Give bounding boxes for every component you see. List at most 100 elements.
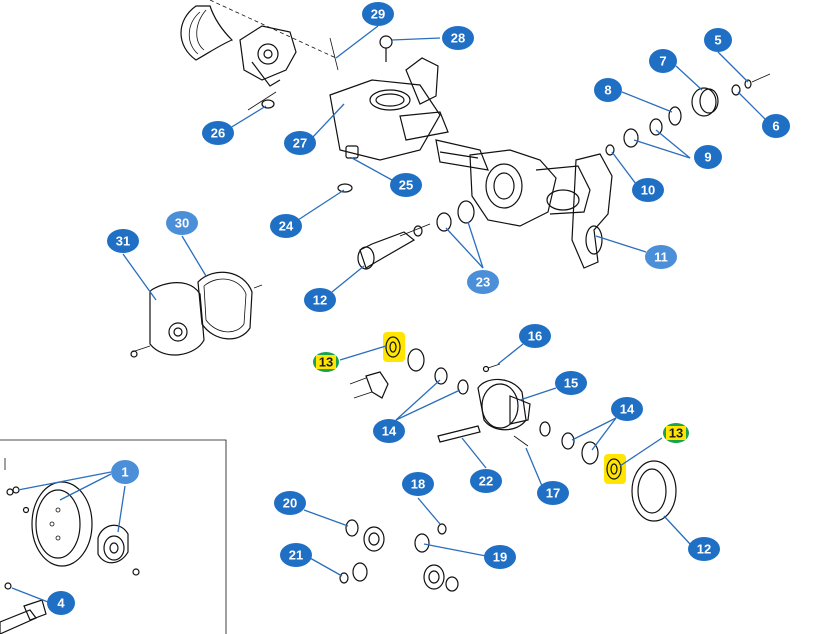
callout-c25[interactable]: 25 <box>390 173 422 197</box>
callout-c15[interactable]: 15 <box>555 371 587 395</box>
callout-c28[interactable]: 28 <box>442 26 474 50</box>
callout-c20[interactable]: 20 <box>274 491 306 515</box>
callout-badge <box>467 270 499 294</box>
callout-c31[interactable]: 31 <box>107 229 139 253</box>
callout-c1[interactable]: 1 <box>111 460 139 484</box>
callout-c17[interactable]: 17 <box>537 481 569 505</box>
callout-label: 19 <box>493 550 507 565</box>
callout-c13b[interactable]: 13 <box>663 423 689 443</box>
callout-badge <box>519 324 551 348</box>
callout-label: 30 <box>175 216 189 231</box>
callout-label: 12 <box>313 293 327 308</box>
callout-badge <box>645 245 677 269</box>
callout-badge <box>611 397 643 421</box>
callout-highlight <box>316 355 336 369</box>
callout-c9[interactable]: 9 <box>694 145 722 169</box>
callout-badge <box>274 491 306 515</box>
callout-c26[interactable]: 26 <box>202 121 234 145</box>
callout-badge <box>284 131 316 155</box>
callout-label: 14 <box>620 402 635 417</box>
callout-label: 15 <box>564 376 578 391</box>
callout-badge <box>555 371 587 395</box>
callout-c27[interactable]: 27 <box>284 131 316 155</box>
callout-badge <box>694 145 722 169</box>
callout-badge <box>47 591 75 615</box>
callout-label: 8 <box>604 83 611 98</box>
callout-label: 31 <box>116 234 130 249</box>
callout-badge <box>762 114 790 138</box>
callout-c5[interactable]: 5 <box>704 28 732 52</box>
axle-housing-art <box>180 0 771 270</box>
callout-label: 13 <box>319 355 333 370</box>
callout-label: 12 <box>697 542 711 557</box>
callout-c14b[interactable]: 14 <box>373 419 405 443</box>
callout-c22[interactable]: 22 <box>470 469 502 493</box>
callout-label: 23 <box>476 275 490 290</box>
callout-label: 6 <box>772 119 779 134</box>
callout-badge <box>107 229 139 253</box>
callout-label: 25 <box>399 178 413 193</box>
callout-badge <box>402 472 434 496</box>
callout-c29[interactable]: 29 <box>362 2 394 26</box>
callout-badge <box>688 537 720 561</box>
callout-label: 11 <box>654 250 668 265</box>
callout-c12b[interactable]: 12 <box>688 537 720 561</box>
callout-badge <box>484 545 516 569</box>
callout-c6[interactable]: 6 <box>762 114 790 138</box>
callout-c7[interactable]: 7 <box>649 49 677 73</box>
callout-c14a[interactable]: 14 <box>611 397 643 421</box>
callout-label: 28 <box>451 31 465 46</box>
callout-label: 7 <box>659 54 666 69</box>
callout-label: 4 <box>57 596 65 611</box>
callout-badge <box>202 121 234 145</box>
callout-label: 27 <box>293 136 307 151</box>
callout-label: 1 <box>121 465 128 480</box>
differential-internals-art <box>349 332 677 522</box>
callout-badge <box>704 28 732 52</box>
callout-c12a[interactable]: 12 <box>304 288 336 312</box>
callout-highlight <box>666 426 686 440</box>
callout-label: 24 <box>279 219 294 234</box>
callout-label: 13 <box>669 426 683 441</box>
callout-badge <box>270 214 302 238</box>
callout-label: 26 <box>211 126 225 141</box>
callout-label: 16 <box>528 329 542 344</box>
leader-lines <box>11 25 767 603</box>
callout-label: 14 <box>382 424 397 439</box>
callout-c4[interactable]: 4 <box>47 591 75 615</box>
callout-c21[interactable]: 21 <box>280 543 312 567</box>
callout-label: 21 <box>289 548 303 563</box>
callout-label: 22 <box>479 474 493 489</box>
callout-c8[interactable]: 8 <box>594 78 622 102</box>
callout-c19[interactable]: 19 <box>484 545 516 569</box>
callout-badge <box>111 460 139 484</box>
callout-label: 5 <box>714 33 721 48</box>
spider-gears-art <box>339 519 459 592</box>
callout-c30[interactable]: 30 <box>166 211 198 235</box>
callout-badge <box>373 419 405 443</box>
callout-c23[interactable]: 23 <box>467 270 499 294</box>
callout-label: 10 <box>641 183 655 198</box>
callout-badge <box>442 26 474 50</box>
callout-badge <box>166 211 198 235</box>
callout-c11[interactable]: 11 <box>645 245 677 269</box>
callout-label: 29 <box>371 7 385 22</box>
callout-c16[interactable]: 16 <box>519 324 551 348</box>
callout-label: 17 <box>546 486 560 501</box>
callout-badge <box>649 49 677 73</box>
callout-badge <box>470 469 502 493</box>
callout-badge <box>537 481 569 505</box>
callout-c24[interactable]: 24 <box>270 214 302 238</box>
callout-c10[interactable]: 10 <box>632 178 664 202</box>
callout-label: 9 <box>704 150 711 165</box>
callout-badge <box>280 543 312 567</box>
callout-label: 20 <box>283 496 297 511</box>
callout-label: 18 <box>411 477 425 492</box>
callout-c13a[interactable]: 13 <box>313 352 339 372</box>
callout-c18[interactable]: 18 <box>402 472 434 496</box>
diff-cover-art <box>130 271 263 358</box>
callout-badge <box>594 78 622 102</box>
